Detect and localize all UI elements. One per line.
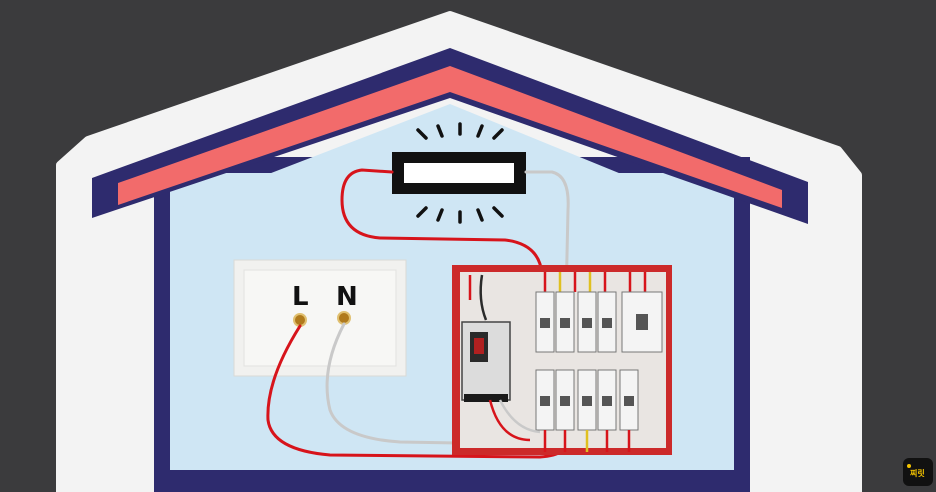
breaker-panel-icon xyxy=(452,265,672,455)
logo-text: 찌릿 xyxy=(910,468,925,478)
lamp-wires xyxy=(340,168,570,302)
breaker-row-lower-handles xyxy=(540,396,634,406)
power-outlet-icon: L N xyxy=(233,259,407,377)
panel-bottom-wires xyxy=(488,399,631,452)
roof-band xyxy=(118,66,782,208)
lamp-glow-rays xyxy=(416,122,504,224)
outlet-live-pin xyxy=(293,313,307,327)
outlet-neutral-pin xyxy=(337,311,351,325)
house-floor xyxy=(154,470,750,492)
outlet-live-label: L xyxy=(292,282,309,312)
panel-top-wires xyxy=(468,272,647,321)
logo-bolt-icon xyxy=(907,464,911,468)
breaker-row-upper-handles xyxy=(540,314,648,330)
neutral-wire-lamp xyxy=(524,170,570,302)
main-breaker xyxy=(461,321,511,402)
fluorescent-lamp-icon xyxy=(392,122,526,224)
live-wire-lamp xyxy=(340,168,544,302)
outlet-neutral-label: N xyxy=(336,282,358,312)
channel-logo: 찌릿 xyxy=(903,458,933,486)
